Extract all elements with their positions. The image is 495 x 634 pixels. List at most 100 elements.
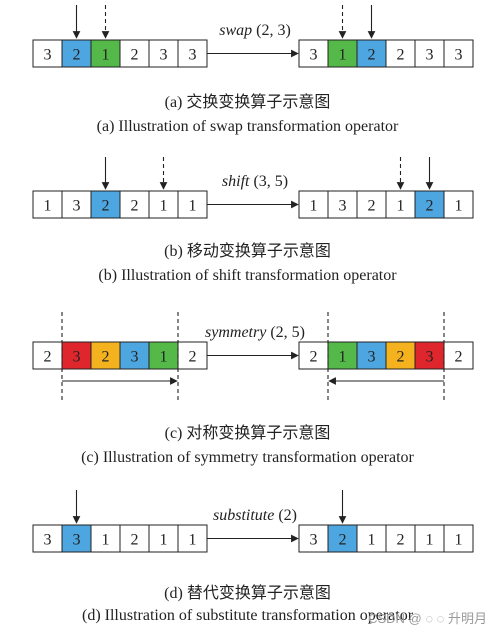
caption-d-en: (d) Illustration of substitute transform… bbox=[81, 607, 414, 624]
operator-args: (2, 5) bbox=[266, 324, 305, 341]
after-row-symmetry-value: 2 bbox=[397, 349, 405, 366]
before-row-shift-value: 1 bbox=[160, 198, 168, 215]
after-row-shift-value: 3 bbox=[339, 198, 347, 215]
before-row-substitute: 3 3 1 2 1 1 bbox=[32, 524, 208, 553]
after-row-shift-value: 1 bbox=[397, 198, 405, 215]
after-row-shift-cell bbox=[385, 190, 416, 219]
before-row-swap: 3 2 1 2 3 3 bbox=[32, 39, 208, 68]
after-row-shift-cell bbox=[327, 190, 358, 219]
after-row-symmetry: 2 1 3 2 3 2 bbox=[298, 341, 474, 370]
after-row-substitute-cell bbox=[356, 524, 387, 553]
before-row-swap-cell bbox=[177, 39, 208, 68]
before-row-symmetry: 2 3 2 3 1 2 bbox=[32, 341, 208, 370]
after-row-symmetry-value: 2 bbox=[455, 349, 463, 366]
before-row-shift-value: 1 bbox=[189, 198, 197, 215]
before-row-substitute-value: 3 bbox=[73, 532, 81, 549]
before-row-substitute-cell bbox=[90, 524, 121, 553]
before-row-swap-value: 2 bbox=[131, 47, 139, 64]
after-row-swap-cell bbox=[327, 39, 358, 68]
before-row-shift-cell bbox=[177, 190, 208, 219]
before-row-swap-value: 2 bbox=[73, 47, 81, 64]
after-row-swap-value: 2 bbox=[397, 47, 405, 64]
before-row-swap-value: 3 bbox=[189, 47, 197, 64]
before-row-symmetry-value: 1 bbox=[160, 349, 168, 366]
before-row-substitute-value: 3 bbox=[44, 532, 52, 549]
before-row-symmetry-cell bbox=[90, 341, 121, 370]
before-row-shift-value: 2 bbox=[131, 198, 139, 215]
before-row-substitute-value: 1 bbox=[189, 532, 197, 549]
operator-name: shift bbox=[222, 173, 250, 190]
after-row-swap-value: 2 bbox=[368, 47, 376, 64]
before-row-swap-value: 3 bbox=[160, 47, 168, 64]
after-row-shift-cell bbox=[356, 190, 387, 219]
after-row-substitute-value: 1 bbox=[426, 532, 434, 549]
before-row-substitute-cell bbox=[61, 524, 92, 553]
before-row-swap-value: 3 bbox=[44, 47, 52, 64]
caption-a-en: (a) Illustration of swap transformation … bbox=[96, 118, 399, 135]
operator-args: (2, 3) bbox=[252, 22, 291, 39]
after-row-swap-cell bbox=[414, 39, 445, 68]
before-row-symmetry-cell bbox=[119, 341, 150, 370]
before-row-swap-cell bbox=[61, 39, 92, 68]
operator-name: swap bbox=[219, 22, 252, 39]
after-row-substitute-value: 2 bbox=[339, 532, 347, 549]
after-row-swap-value: 3 bbox=[426, 47, 434, 64]
after-row-substitute-cell bbox=[414, 524, 445, 553]
after-row-symmetry-cell bbox=[385, 341, 416, 370]
after-row-substitute-value: 1 bbox=[455, 532, 463, 549]
after-row-symmetry-value: 3 bbox=[426, 349, 434, 366]
operator-name: symmetry bbox=[205, 324, 267, 341]
operator-args: (2) bbox=[274, 507, 297, 524]
after-row-shift-cell bbox=[443, 190, 474, 219]
after-row-swap-cell bbox=[385, 39, 416, 68]
after-row-shift: 1 3 2 1 2 1 bbox=[298, 190, 474, 219]
watermark: CSDN @ ◌ ◌ 升明月 bbox=[368, 611, 487, 626]
operator-label-symmetry: symmetry (2, 5) bbox=[205, 324, 305, 341]
after-row-symmetry-value: 1 bbox=[339, 349, 347, 366]
operator-label-shift: shift (3, 5) bbox=[222, 173, 288, 190]
before-row-substitute-value: 1 bbox=[160, 532, 168, 549]
after-row-shift-value: 2 bbox=[368, 198, 376, 215]
caption-c-cn: (c) 对称变换算子示意图 bbox=[164, 425, 331, 442]
operator-label-swap: swap (2, 3) bbox=[219, 22, 291, 39]
before-row-shift-value: 3 bbox=[73, 198, 81, 215]
before-row-symmetry-value: 3 bbox=[73, 349, 81, 366]
after-row-substitute-cell bbox=[327, 524, 358, 553]
before-row-symmetry-cell bbox=[148, 341, 179, 370]
before-row-substitute-value: 2 bbox=[131, 532, 139, 549]
before-row-symmetry-cell bbox=[61, 341, 92, 370]
after-row-substitute-value: 1 bbox=[368, 532, 376, 549]
after-row-shift-value: 1 bbox=[455, 198, 463, 215]
after-row-symmetry-value: 3 bbox=[368, 349, 376, 366]
after-row-shift-value: 2 bbox=[426, 198, 434, 215]
operator-label-substitute: substitute (2) bbox=[213, 507, 297, 524]
after-row-symmetry-cell bbox=[443, 341, 474, 370]
after-row-substitute-value: 2 bbox=[397, 532, 405, 549]
before-row-substitute-value: 1 bbox=[102, 532, 110, 549]
after-row-substitute-cell bbox=[443, 524, 474, 553]
after-row-swap-value: 3 bbox=[455, 47, 463, 64]
before-row-shift-value: 1 bbox=[44, 198, 52, 215]
after-row-swap-cell bbox=[298, 39, 329, 68]
operator-args: (3, 5) bbox=[249, 173, 288, 190]
before-row-shift-cell bbox=[61, 190, 92, 219]
after-row-swap-value: 1 bbox=[339, 47, 347, 64]
before-row-symmetry-value: 2 bbox=[189, 349, 197, 366]
before-row-swap-cell bbox=[148, 39, 179, 68]
caption-c-en: (c) Illustration of symmetry transformat… bbox=[81, 449, 414, 466]
after-row-symmetry-value: 2 bbox=[310, 349, 318, 366]
before-row-substitute-cell bbox=[148, 524, 179, 553]
before-row-symmetry-value: 2 bbox=[44, 349, 52, 366]
before-row-swap-value: 1 bbox=[102, 47, 110, 64]
after-row-shift-value: 1 bbox=[310, 198, 318, 215]
caption-b-en: (b) Illustration of shift transformation… bbox=[98, 267, 397, 284]
operator-name: substitute bbox=[213, 507, 274, 524]
caption-d-cn: (d) 替代变换算子示意图 bbox=[164, 585, 331, 602]
before-row-symmetry-value: 3 bbox=[131, 349, 139, 366]
before-row-symmetry-value: 2 bbox=[102, 349, 110, 366]
after-row-substitute-cell bbox=[385, 524, 416, 553]
before-row-substitute-cell bbox=[119, 524, 150, 553]
